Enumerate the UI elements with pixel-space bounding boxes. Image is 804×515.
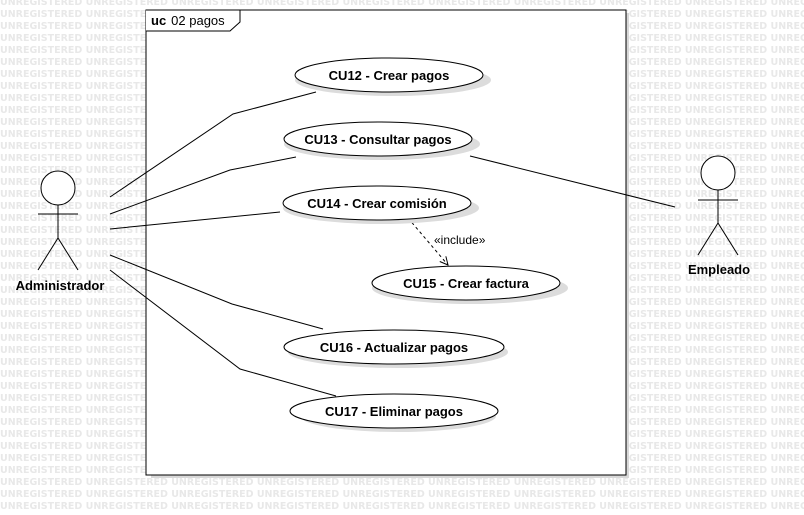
actor-administrador[interactable]: Administrador	[16, 170, 105, 293]
assoc-admin-cu13	[109, 156, 297, 215]
use-case-label: CU12 - Crear pagos	[329, 68, 450, 83]
use-case-cu17[interactable]: CU17 - Eliminar pagos	[289, 393, 499, 432]
use-case-label: CU13 - Consultar pagos	[304, 132, 451, 147]
stick-figure-icon	[697, 155, 739, 256]
assoc-admin-cu17	[109, 269, 337, 397]
include-relation: «include»	[407, 217, 486, 265]
use-case-cu14[interactable]: CU14 - Crear comisión	[282, 185, 479, 224]
assoc-admin-cu16	[109, 254, 324, 330]
include-label: «include»	[434, 233, 486, 247]
use-case-label: CU17 - Eliminar pagos	[325, 404, 463, 419]
use-case-label: CU14 - Crear comisión	[307, 196, 446, 211]
frame-tab	[146, 9, 241, 32]
actor-label: Administrador	[16, 278, 105, 293]
stick-figure-icon	[37, 170, 79, 271]
assoc-admin-cu12	[109, 91, 317, 198]
use-case-label: CU16 - Actualizar pagos	[320, 340, 468, 355]
assoc-admin-cu14	[109, 211, 281, 230]
actor-empleado[interactable]: Empleado	[688, 155, 750, 277]
use-case-cu15[interactable]: CU15 - Crear factura	[371, 265, 568, 304]
use-case-cu12[interactable]: CU12 - Crear pagos	[294, 57, 491, 96]
use-case-cu16[interactable]: CU16 - Actualizar pagos	[283, 329, 508, 368]
assoc-employee-cu13	[469, 155, 676, 208]
actor-label: Empleado	[688, 262, 750, 277]
associations	[109, 91, 676, 397]
use-case-cu13[interactable]: CU13 - Consultar pagos	[283, 121, 480, 160]
use-case-label: CU15 - Crear factura	[403, 276, 529, 291]
